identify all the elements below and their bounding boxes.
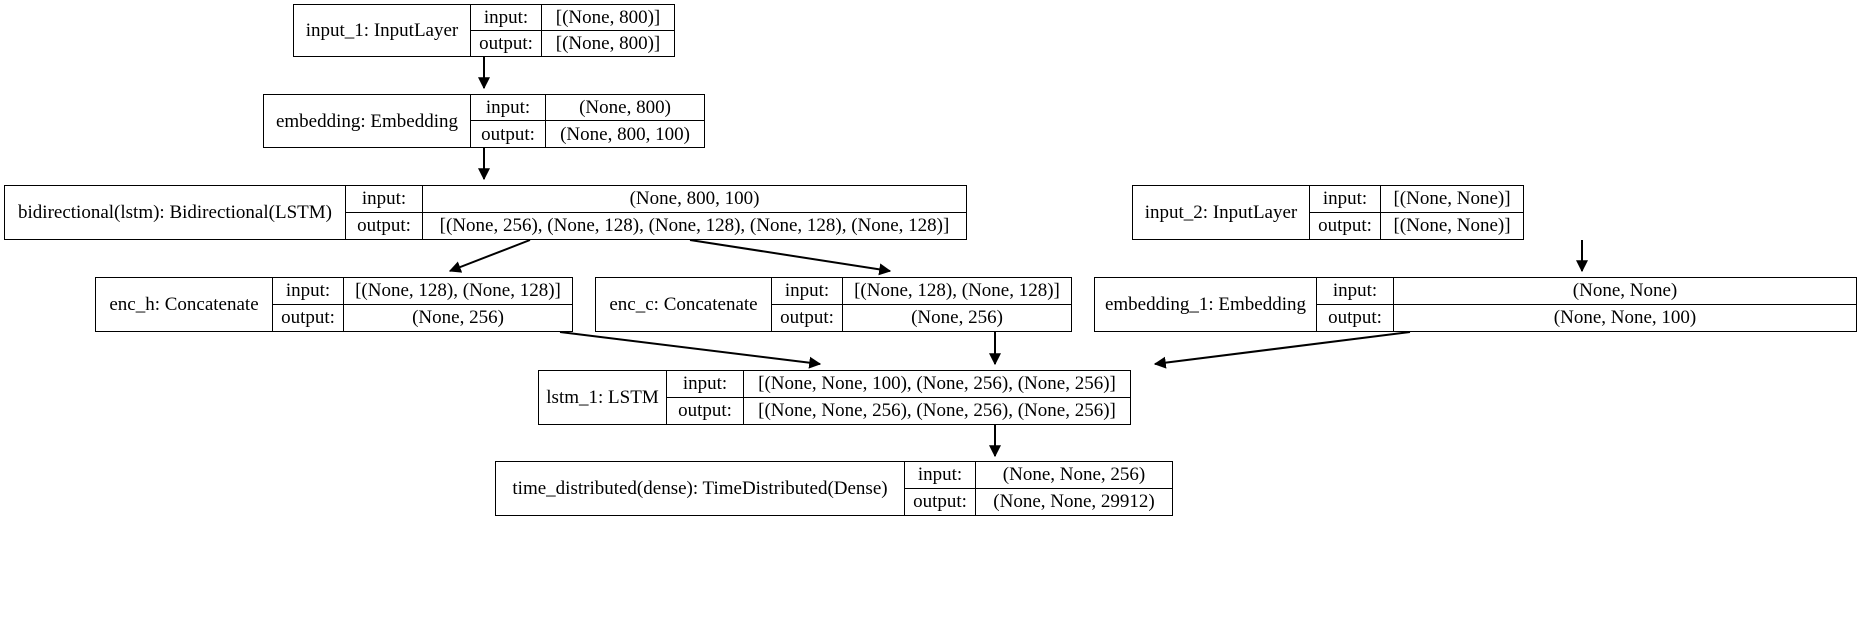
node-enc-h-input-shape: [(None, 128), (None, 128)]: [355, 280, 561, 302]
node-input-1-input-shape: [(None, 800)]: [555, 6, 661, 28]
node-enc-h-output-shape: (None, 256): [412, 307, 504, 329]
node-embedding-output-row: output: (None, 800, 100): [471, 121, 704, 147]
node-embedding-1-title: embedding_1: Embedding: [1095, 278, 1317, 331]
node-input-1[interactable]: input_1: InputLayer input: [(None, 800)]…: [293, 4, 675, 57]
node-bidirectional-lstm-input-row: input: (None, 800, 100): [346, 186, 966, 213]
node-input-2-input-shape: [(None, None)]: [1393, 188, 1511, 210]
node-embedding-1-input-shape: (None, None): [1572, 280, 1678, 302]
node-bidirectional-lstm-title: bidirectional(lstm): Bidirectional(LSTM): [5, 186, 346, 239]
node-embedding-output-shape: (None, 800, 100): [560, 123, 690, 145]
node-embedding-1-output-row: output: (None, None, 100): [1317, 304, 1856, 331]
output-label: output:: [667, 397, 744, 424]
output-label: output:: [346, 212, 423, 239]
node-enc-c-io: input: [(None, 128), (None, 128)] output…: [772, 278, 1071, 331]
node-bidirectional-lstm-io: input: (None, 800, 100) output: [(None, …: [346, 186, 966, 239]
node-embedding-1-input-row: input: (None, None): [1317, 278, 1856, 305]
node-embedding-input-row: input: (None, 800): [471, 95, 704, 121]
input-label: input:: [273, 278, 344, 304]
node-bidirectional-lstm-input-shape: (None, 800, 100): [629, 188, 760, 210]
node-enc-h-title: enc_h: Concatenate: [96, 278, 273, 331]
node-input-1-title: input_1: InputLayer: [294, 5, 471, 56]
node-enc-c-output-shape: (None, 256): [911, 307, 1003, 329]
output-label: output:: [772, 304, 843, 331]
output-label: output:: [905, 488, 976, 515]
node-input-2-io: input: [(None, None)] output: [(None, No…: [1310, 186, 1523, 239]
node-bidirectional-lstm[interactable]: bidirectional(lstm): Bidirectional(LSTM)…: [4, 185, 967, 240]
node-bidirectional-lstm-output-row: output: [(None, 256), (None, 128), (None…: [346, 212, 966, 239]
input-label: input:: [471, 5, 542, 30]
edge-bidirectional-encc: [689, 239, 892, 276]
node-embedding[interactable]: embedding: Embedding input: (None, 800) …: [263, 94, 705, 148]
node-enc-h-output-row: output: (None, 256): [273, 304, 572, 331]
input-label: input:: [471, 95, 546, 120]
output-label: output:: [471, 121, 546, 147]
input-label: input:: [667, 371, 744, 397]
output-label: output:: [471, 30, 542, 56]
node-input-2-output-shape: [(None, None)]: [1393, 215, 1511, 237]
input-label: input:: [346, 186, 423, 212]
node-lstm-1-input-shape: [(None, None, 100), (None, 256), (None, …: [758, 373, 1116, 395]
node-enc-c-title: enc_c: Concatenate: [596, 278, 772, 331]
node-lstm-1-output-row: output: [(None, None, 256), (None, 256),…: [667, 397, 1130, 424]
node-input-1-output-row: output: [(None, 800)]: [471, 30, 674, 56]
node-time-distributed-dense-title: time_distributed(dense): TimeDistributed…: [496, 462, 905, 515]
node-lstm-1-io: input: [(None, None, 100), (None, 256), …: [667, 371, 1130, 424]
node-lstm-1-output-shape: [(None, None, 256), (None, 256), (None, …: [758, 400, 1116, 422]
edge-ench-lstm1: [559, 331, 822, 369]
node-input-2-title: input_2: InputLayer: [1133, 186, 1310, 239]
output-label: output:: [1310, 212, 1381, 239]
node-enc-h-io: input: [(None, 128), (None, 128)] output…: [273, 278, 572, 331]
node-enc-h-input-row: input: [(None, 128), (None, 128)]: [273, 278, 572, 305]
node-input-2-output-row: output: [(None, None)]: [1310, 212, 1523, 239]
node-enc-c-output-row: output: (None, 256): [772, 304, 1071, 331]
node-lstm-1[interactable]: lstm_1: LSTM input: [(None, None, 100), …: [538, 370, 1131, 425]
output-label: output:: [1317, 304, 1394, 331]
node-input-2[interactable]: input_2: InputLayer input: [(None, None)…: [1132, 185, 1524, 240]
node-enc-c-input-shape: [(None, 128), (None, 128)]: [854, 280, 1060, 302]
node-input-1-output-shape: [(None, 800)]: [555, 32, 661, 54]
node-lstm-1-input-row: input: [(None, None, 100), (None, 256), …: [667, 371, 1130, 398]
node-time-distributed-dense-input-shape: (None, None, 256): [1002, 464, 1146, 486]
node-embedding-input-shape: (None, 800): [579, 97, 671, 118]
input-label: input:: [772, 278, 843, 304]
edge-embedding1-lstm1: [1153, 331, 1411, 369]
node-input-2-input-row: input: [(None, None)]: [1310, 186, 1523, 213]
node-lstm-1-title: lstm_1: LSTM: [539, 371, 667, 424]
node-input-1-input-row: input: [(None, 800)]: [471, 5, 674, 31]
node-time-distributed-dense[interactable]: time_distributed(dense): TimeDistributed…: [495, 461, 1173, 516]
node-embedding-1-output-shape: (None, None, 100): [1553, 307, 1697, 329]
node-enc-c-input-row: input: [(None, 128), (None, 128)]: [772, 278, 1071, 305]
node-time-distributed-dense-input-row: input: (None, None, 256): [905, 462, 1172, 489]
node-input-1-io: input: [(None, 800)] output: [(None, 800…: [471, 5, 674, 56]
input-label: input:: [1310, 186, 1381, 212]
output-label: output:: [273, 304, 344, 331]
node-embedding-io: input: (None, 800) output: (None, 800, 1…: [471, 95, 704, 147]
edge-bidirectional-ench: [448, 239, 531, 273]
input-label: input:: [1317, 278, 1394, 304]
node-time-distributed-dense-output-shape: (None, None, 29912): [993, 491, 1155, 513]
node-embedding-title: embedding: Embedding: [264, 95, 471, 147]
node-embedding-1-io: input: (None, None) output: (None, None,…: [1317, 278, 1856, 331]
node-enc-h[interactable]: enc_h: Concatenate input: [(None, 128), …: [95, 277, 573, 332]
node-time-distributed-dense-io: input: (None, None, 256) output: (None, …: [905, 462, 1172, 515]
node-enc-c[interactable]: enc_c: Concatenate input: [(None, 128), …: [595, 277, 1072, 332]
node-bidirectional-lstm-output-shape: [(None, 256), (None, 128), (None, 128), …: [439, 215, 950, 237]
node-embedding-1[interactable]: embedding_1: Embedding input: (None, Non…: [1094, 277, 1857, 332]
node-time-distributed-dense-output-row: output: (None, None, 29912): [905, 488, 1172, 515]
input-label: input:: [905, 462, 976, 488]
